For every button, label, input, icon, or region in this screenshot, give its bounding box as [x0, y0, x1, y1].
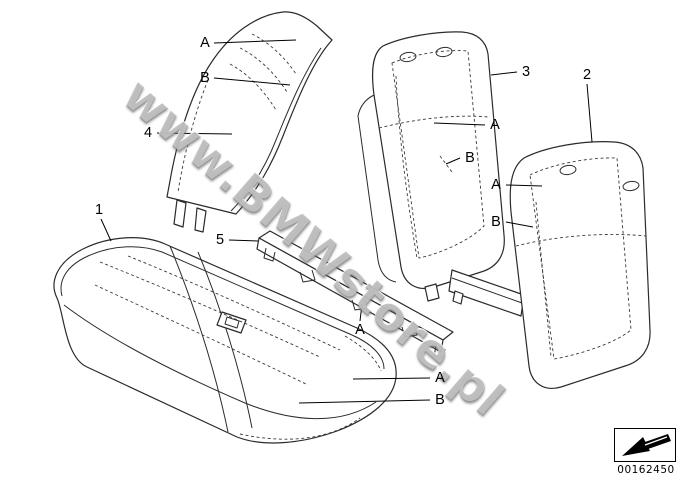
image-number: 00162450	[617, 464, 675, 476]
callout-2-backrest-right: 2	[582, 66, 592, 83]
backrest-right-cover	[448, 141, 651, 389]
direction-arrow-box	[614, 428, 676, 462]
callout-5-bracket: 5	[215, 231, 225, 248]
callout-3-backrest-middle: 3	[521, 63, 531, 80]
callout-b-backrest-right: B	[491, 213, 501, 230]
callout-b-seat-cushion: B	[435, 391, 445, 408]
callout-a-seat-cushion: A	[435, 369, 445, 386]
seat-cushion	[53, 237, 397, 444]
backrest-middle-cover	[357, 31, 505, 302]
callout-a-backrest-middle: A	[490, 116, 500, 133]
callout-b-backrest-middle: B	[465, 149, 475, 166]
callout-a-backrest-left: A	[200, 34, 210, 51]
callout-4-backrest-left: 4	[143, 124, 153, 141]
direction-arrow-icon	[622, 434, 671, 456]
backrest-left-panel	[166, 11, 333, 233]
callout-b-backrest-left: B	[200, 69, 210, 86]
callout-1-seat-cushion: 1	[94, 201, 104, 218]
image-stamp: 00162450	[614, 428, 678, 476]
leader-lines	[100, 39, 593, 404]
mounting-bracket-strip	[256, 230, 454, 359]
callout-a-bracket: A	[355, 321, 365, 338]
callout-a-backrest-right: A	[491, 176, 501, 193]
